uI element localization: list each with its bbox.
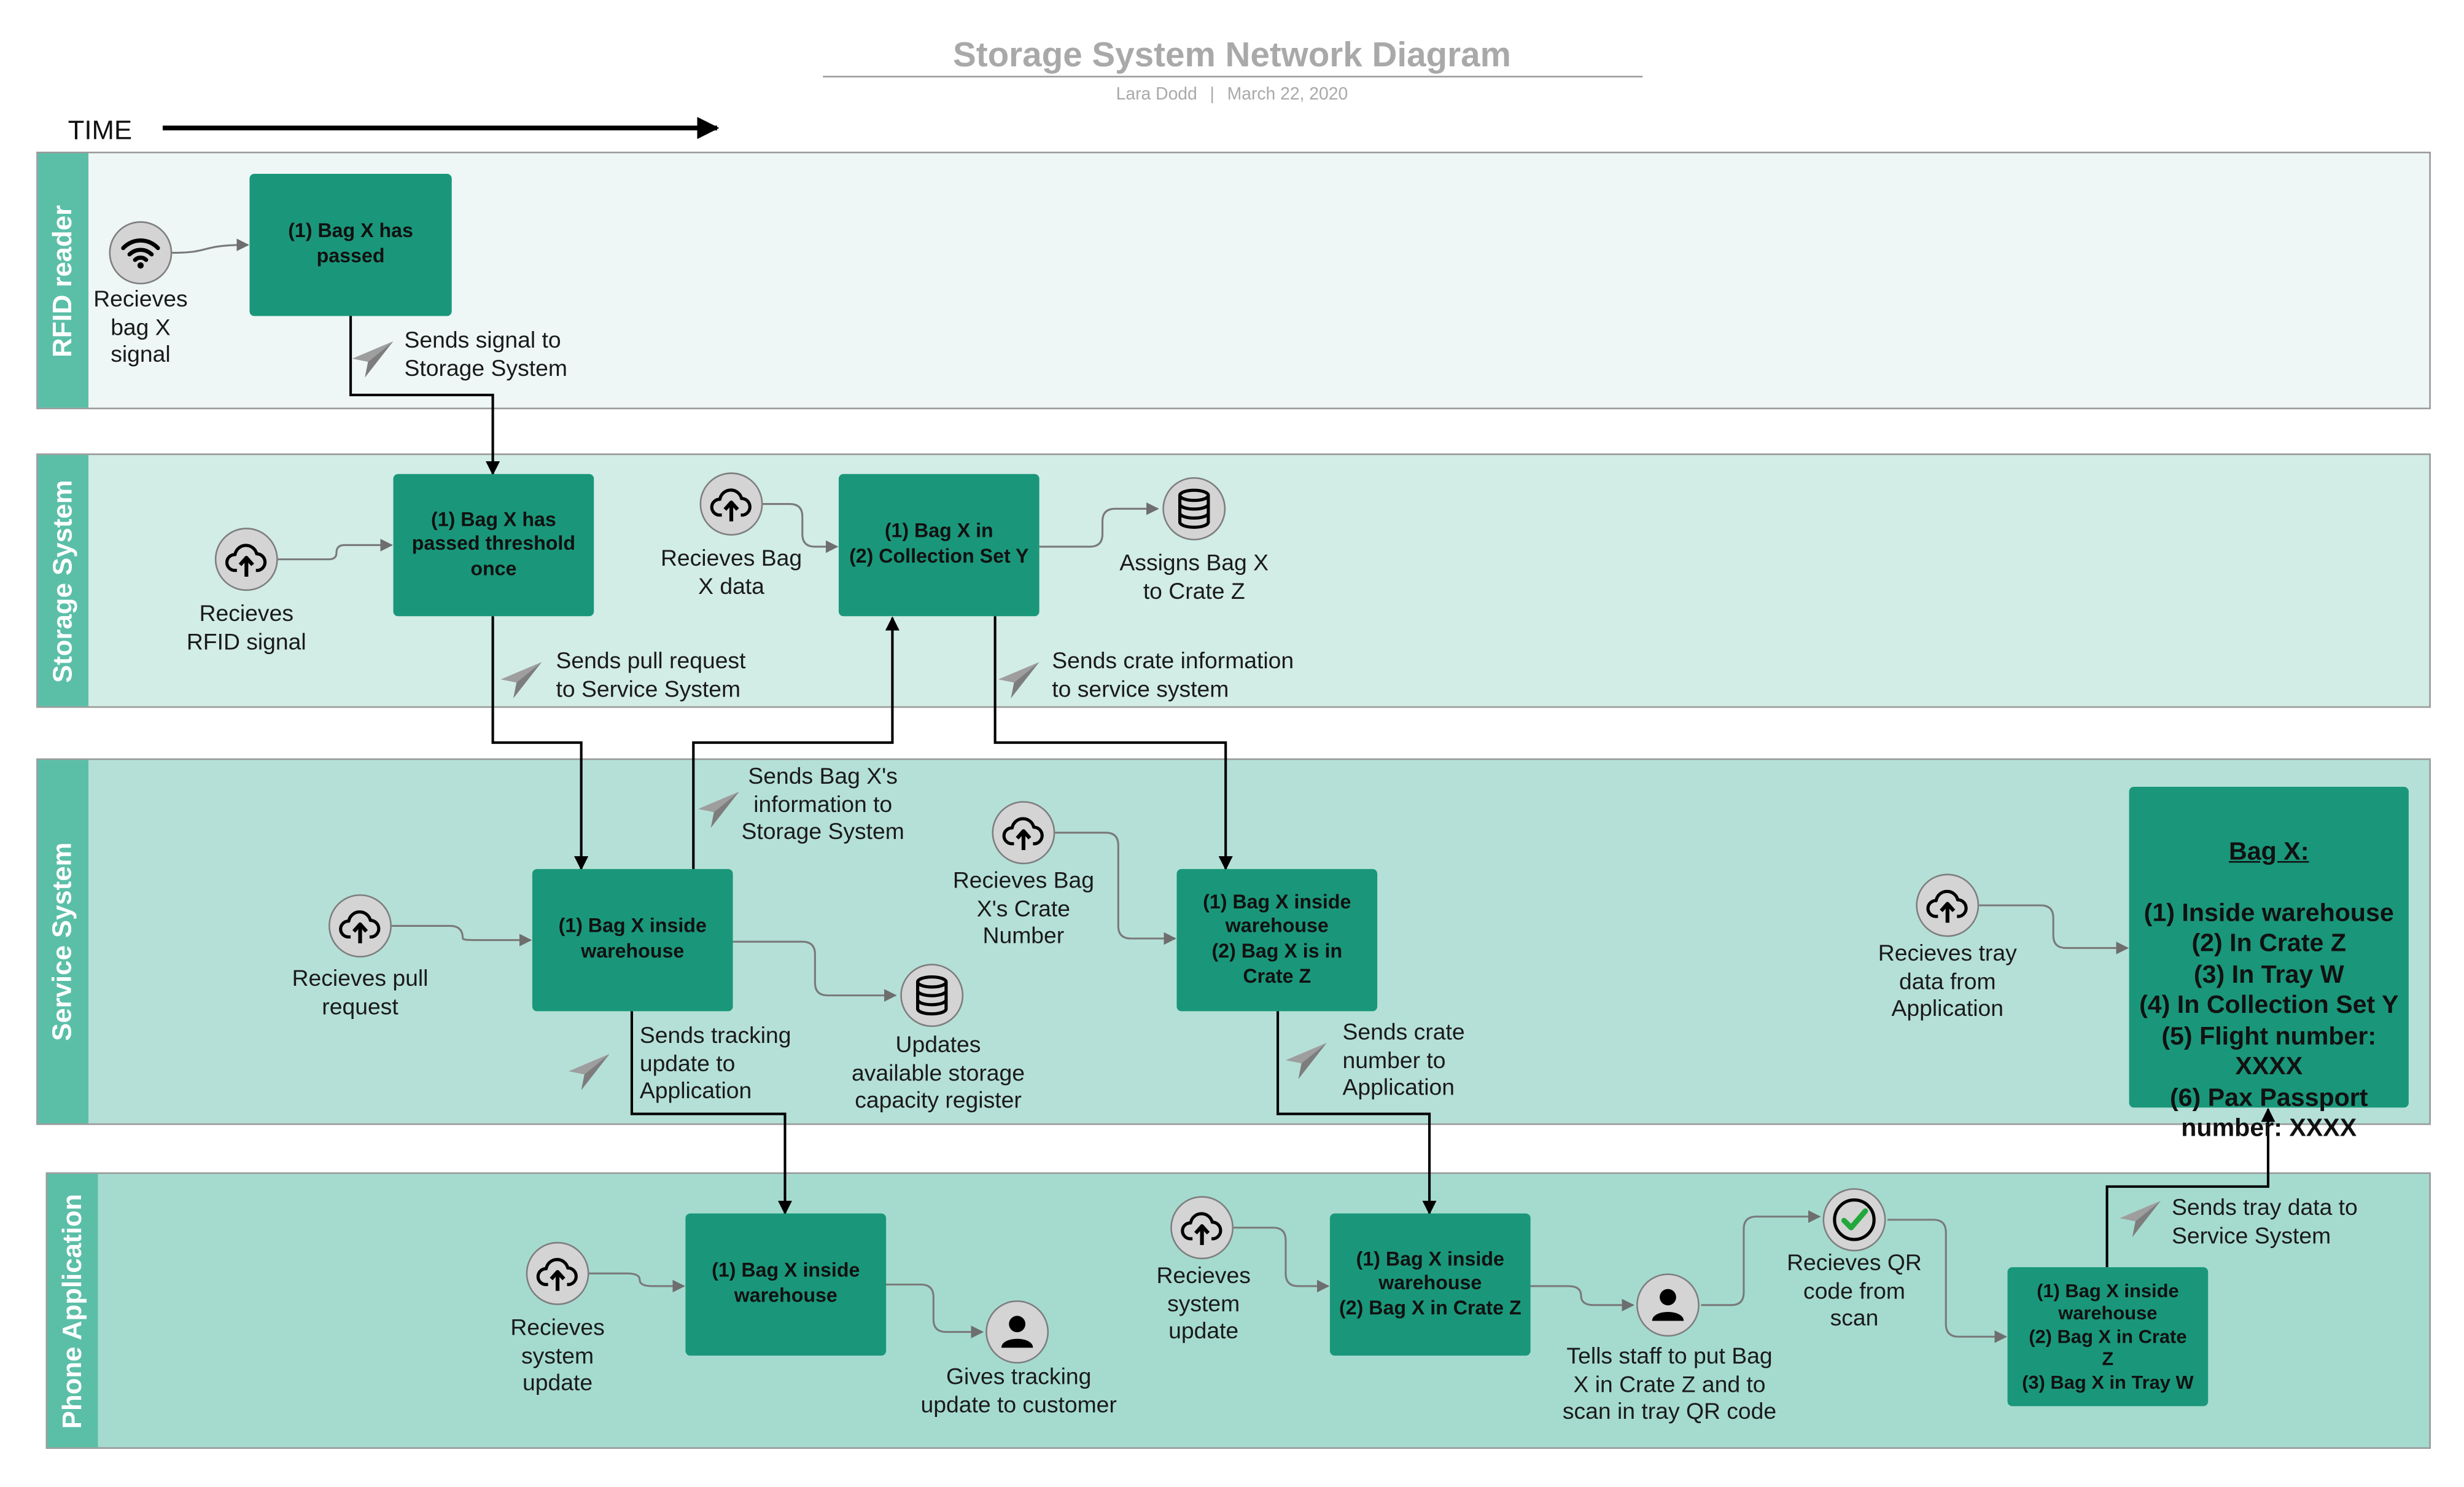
bag-summary-heading: Bag X: [2229,838,2309,865]
diagram-meta: Lara Dodd | March 22, 2020 [822,85,1643,104]
storage-receives-bag-data-label: Recieves Bag X data [660,547,803,600]
soft-connector [1055,832,1176,945]
connector-storage-to-service-crate [993,616,1233,871]
soft-connector [733,940,897,1002]
cloud-upload-icon [1916,873,1980,937]
time-label: TIME [68,115,133,146]
phone-tells-staff-label: Tells staff to put Bag X in Crate Z and … [1562,1345,1777,1426]
service-send-crate-number-label: Sends crate number to Application [1342,1020,1465,1102]
soft-connector [172,238,249,254]
diagram-date: March 22, 2020 [1227,85,1348,104]
cloud-upload-icon [328,894,392,958]
soft-connector [1039,502,1159,548]
phone-receives-update-2-label: Recieves system update [1156,1263,1251,1346]
service-crate-box[interactable]: (1) Bag X inside warehouse (2) Bag X is … [1176,868,1378,1012]
lane-tab-rfid-reader: RFID reader [37,153,89,408]
paper-plane-icon [698,791,739,828]
storage-send-crate-info-label: Sends crate information to service syste… [1052,649,1294,703]
service-receives-tray-label: Recieves tray data from Application [1878,942,2017,1023]
cloud-upload-icon [699,472,763,536]
bag-summary-body: (1) Inside warehouse (2) In Crate Z (3) … [2139,900,2399,1143]
soft-connector [763,503,839,553]
meta-separator: | [1210,85,1215,104]
paper-plane-icon [500,662,542,699]
paper-plane-icon [2120,1201,2161,1238]
soft-connector [1979,904,2129,954]
lane-tab-phone-application: Phone Application [47,1174,98,1448]
phone-receives-update-label: Recieves system update [510,1316,605,1397]
phone-warehouse-box[interactable]: (1) Bag X inside warehouse [685,1213,887,1356]
cloud-upload-icon [992,801,1055,865]
phone-crate-box[interactable]: (1) Bag X inside warehouse (2) Bag X in … [1329,1213,1531,1356]
connector-storage-to-service-pull [491,616,589,871]
storage-assigns-label: Assigns Bag X to Crate Z [1119,551,1269,605]
soft-connector [1701,1210,1821,1306]
service-warehouse-box[interactable]: (1) Bag X inside warehouse [532,868,733,1012]
service-send-info-label: Sends Bag X's information to Storage Sys… [741,765,904,846]
wifi-icon [109,221,173,285]
soft-connector [1530,1285,1634,1312]
phone-tray-box[interactable]: (1) Bag X inside warehouse (2) Bag X in … [2007,1267,2209,1407]
rfid-bag-passed-box[interactable]: (1) Bag X has passed [249,173,452,316]
soft-connector [278,539,394,561]
person-icon [985,1300,1049,1364]
storage-threshold-box[interactable]: (1) Bag X has passed threshold once [393,474,594,617]
connector-rfid-to-storage [349,316,500,476]
phone-receives-qr-label: Recieves QR code from scan [1787,1251,1922,1333]
soft-connector [391,924,532,946]
soft-connector [1887,1219,2008,1343]
connector-service-to-phone-tracking [630,1011,793,1215]
soft-connector [884,1283,984,1338]
person-icon [1636,1273,1700,1337]
storage-collection-box[interactable]: (1) Bag X in (2) Collection Set Y [838,474,1040,617]
service-tracking-label: Sends tracking update to Application [639,1023,791,1106]
soft-connector [589,1272,685,1293]
cloud-upload-icon [1170,1196,1234,1260]
connector-phone-to-service-tray [2105,1107,2276,1268]
paper-plane-icon [569,1053,610,1090]
lane-tab-storage-system: Storage System [37,455,89,706]
paper-plane-icon [1285,1042,1327,1079]
connector-service-to-storage-info [692,616,900,869]
cloud-upload-icon [214,528,278,591]
service-receives-pull-label: Recieves pull request [292,967,429,1020]
author-name: Lara Dodd [1116,85,1197,104]
service-receives-crate-number-label: Recieves Bag X's Crate Number [952,868,1094,950]
soft-connector [1234,1227,1330,1293]
phone-send-tray-label: Sends tray data to Service System [2172,1196,2358,1249]
check-circle-icon [1822,1188,1886,1252]
service-updates-register-label: Updates available storage capacity regis… [851,1033,1025,1115]
storage-receives-rfid-label: Recieves RFID signal [186,602,306,655]
rfid-receives-label: Recieves bag X signal [93,287,188,369]
database-icon [1162,477,1226,541]
rfid-send-signal-label: Sends signal to Storage System [404,329,567,382]
phone-gives-tracking-label: Gives tracking update to customer [920,1365,1117,1419]
title-underline [823,76,1643,78]
cloud-upload-icon [526,1241,589,1305]
bag-summary-card[interactable]: Bag X: (1) Inside warehouse (2) In Crate… [2129,787,2409,1142]
storage-send-pull-label: Sends pull request to Service System [556,649,746,703]
diagram-title: Storage System Network Diagram [953,34,1511,74]
paper-plane-icon [352,341,394,378]
lane-tab-service-system: Service System [37,760,89,1123]
connector-service-to-phone-crate [1277,1011,1437,1215]
database-icon [900,964,964,1028]
paper-plane-icon [998,662,1040,699]
